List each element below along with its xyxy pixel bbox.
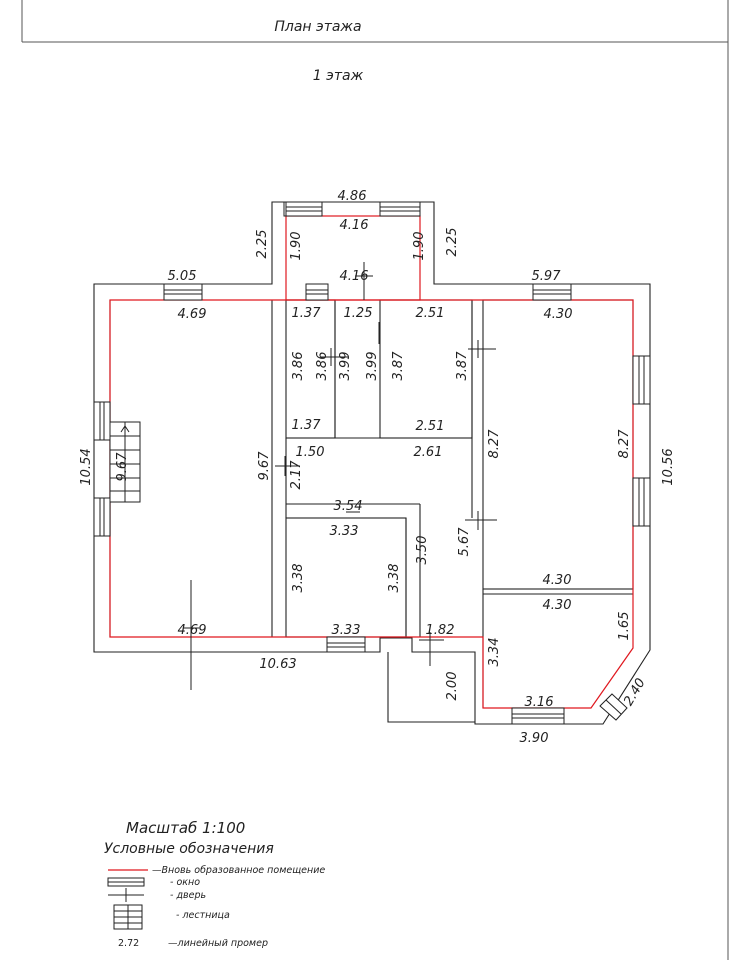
dim-label: 3.33 bbox=[330, 524, 359, 539]
legend-measure-label: —линейный промер bbox=[168, 938, 268, 949]
dim-label: 2.61 bbox=[414, 445, 443, 460]
dim-label: 3.90 bbox=[520, 731, 549, 746]
dim-label: 2.51 bbox=[416, 306, 445, 321]
dim-label: 1.37 bbox=[292, 306, 322, 321]
dim-label: 4.30 bbox=[543, 573, 572, 588]
dim-label: 3.87 bbox=[391, 351, 406, 381]
doors bbox=[183, 262, 575, 690]
dim-label: 3.34 bbox=[487, 638, 502, 667]
legend-title: Условные обозначения bbox=[104, 841, 274, 857]
dim-label: 3.54 bbox=[334, 499, 363, 514]
dim-label: 5.05 bbox=[168, 269, 197, 284]
dim-label: 4.69 bbox=[178, 623, 207, 638]
dimension-labels: 4.86 4.16 4.16 5.05 4.69 5.97 4.30 1.37 … bbox=[79, 189, 676, 746]
dim-label: 10.63 bbox=[259, 657, 296, 672]
dim-label: 1.37 bbox=[292, 418, 322, 433]
dim-label: 3.99 bbox=[338, 352, 353, 381]
legend-window-icon bbox=[107, 877, 145, 887]
legend-door-label: - дверь bbox=[170, 890, 206, 901]
dim-label: 1.65 bbox=[617, 612, 632, 641]
dim-label: 2.00 bbox=[445, 672, 460, 701]
dim-label: 1.50 bbox=[296, 445, 325, 460]
sheet-title: План этажа bbox=[274, 19, 361, 35]
dim-label: 8.27 bbox=[617, 429, 632, 459]
dim-label: 3.16 bbox=[525, 695, 554, 710]
dim-label: 10.54 bbox=[79, 448, 94, 485]
dim-label: 1.90 bbox=[412, 232, 427, 261]
dim-label: 3.99 bbox=[365, 352, 380, 381]
floor-label: 1 этаж bbox=[313, 68, 364, 84]
dim-label: 8.27 bbox=[487, 429, 502, 459]
dim-label: 3.33 bbox=[332, 623, 361, 638]
legend-sample-value: 2.72 bbox=[118, 938, 139, 949]
dim-label: 3.38 bbox=[387, 564, 402, 593]
dim-label: 3.86 bbox=[315, 352, 330, 381]
dim-label: 4.69 bbox=[178, 307, 207, 322]
windows bbox=[93, 201, 651, 725]
dim-label: 4.16 bbox=[340, 269, 369, 284]
dim-label: 4.16 bbox=[340, 218, 369, 233]
dim-label: 1.25 bbox=[344, 306, 373, 321]
dim-label: 3.50 bbox=[415, 536, 430, 565]
dim-label: 10.56 bbox=[661, 448, 676, 485]
legend-new-room-label: —Вновь образованное помещение bbox=[152, 865, 325, 876]
dim-label: 1.90 bbox=[289, 232, 304, 261]
dim-label: 3.87 bbox=[455, 351, 470, 381]
legend-window-label: - окно bbox=[170, 877, 200, 888]
dim-label: 9.67 bbox=[115, 452, 130, 482]
scale-label: Масштаб 1:100 bbox=[126, 819, 245, 837]
dim-label: 2.25 bbox=[255, 230, 270, 259]
sheet-frame bbox=[21, 0, 729, 960]
legend-stairs-icon bbox=[113, 904, 143, 930]
dim-label: 9.67 bbox=[257, 451, 272, 481]
dim-label: 4.30 bbox=[543, 598, 572, 613]
dim-label: 2.51 bbox=[416, 419, 445, 434]
dim-label: 2.25 bbox=[445, 228, 460, 257]
legend-door-icon bbox=[108, 888, 144, 902]
dim-label: 3.38 bbox=[291, 564, 306, 593]
stairs-icon bbox=[109, 421, 141, 503]
dim-label: 2.40 bbox=[621, 676, 648, 709]
legend: Масштаб 1:100 Условные обозначения —Внов… bbox=[104, 819, 325, 949]
dim-label: 4.86 bbox=[338, 189, 367, 204]
dim-label: 5.67 bbox=[457, 527, 472, 557]
dim-label: 1.82 bbox=[426, 623, 455, 638]
dim-label: 5.97 bbox=[532, 269, 562, 284]
legend-stairs-label: - лестница bbox=[176, 910, 230, 921]
dim-label: 3.86 bbox=[291, 352, 306, 381]
dim-label: 2.17 bbox=[289, 460, 304, 490]
dim-label: 4.30 bbox=[544, 307, 573, 322]
